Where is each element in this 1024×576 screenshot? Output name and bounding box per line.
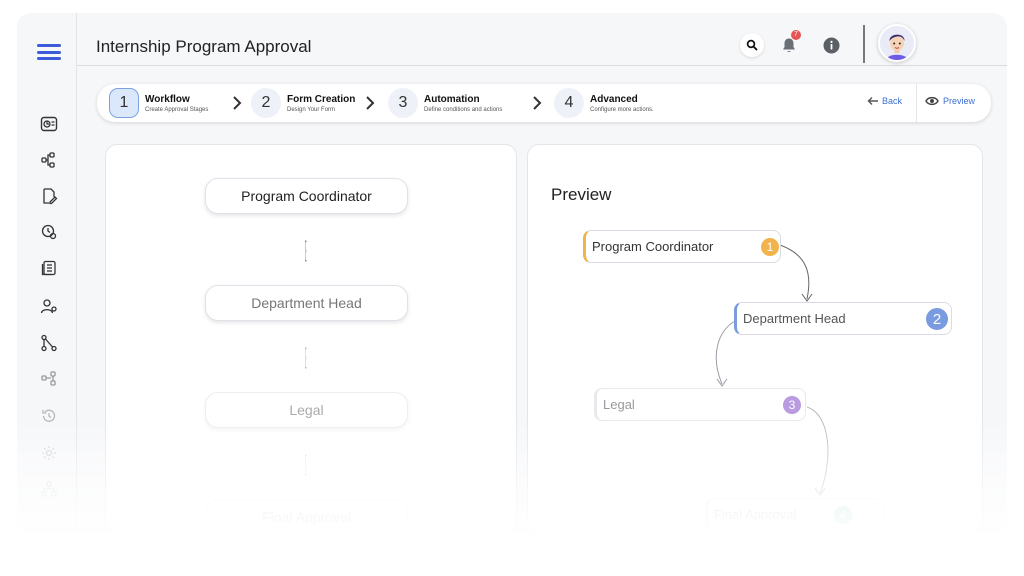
step-number: 1: [109, 88, 139, 118]
search-button[interactable]: [740, 33, 764, 57]
step-title: Form Creation: [287, 93, 356, 105]
info-icon: [823, 37, 839, 53]
back-button[interactable]: Back: [867, 96, 902, 106]
arrow-left-icon: [867, 97, 878, 105]
form-edit-icon[interactable]: [39, 186, 59, 206]
step-form-creation[interactable]: 2 Form Creation Design Your Form: [251, 88, 355, 118]
stepper-divider: [916, 84, 917, 122]
step-subtitle: Define conditions and actions: [424, 106, 503, 113]
back-label: Back: [882, 96, 903, 106]
connector-line: [305, 347, 307, 369]
org-chart-icon[interactable]: [39, 479, 59, 499]
preview-panel: Preview Program Coordinator 1 Department…: [527, 144, 983, 533]
step-number: 4: [554, 88, 584, 118]
top-header: Internship Program Approval 7: [77, 13, 1007, 66]
app-window: Internship Program Approval 7: [17, 13, 1007, 533]
step-subtitle: Design Your Form: [287, 106, 336, 113]
step-number-badge: 3: [783, 396, 801, 414]
step-automation[interactable]: 3 Automation Define conditions and actio…: [388, 88, 502, 118]
connector-line: [305, 240, 307, 262]
workflow-node[interactable]: Program Coordinator: [205, 178, 408, 214]
history-icon[interactable]: [39, 406, 59, 426]
settings-icon[interactable]: [39, 443, 59, 463]
workflow-builder-panel: Program Coordinator Department Head Lega…: [105, 144, 517, 533]
notifications-button[interactable]: 7: [777, 30, 801, 57]
workflow-node[interactable]: Department Head: [205, 285, 408, 321]
step-number-badge: 2: [926, 308, 948, 330]
users-settings-icon[interactable]: [39, 296, 59, 316]
step-title: Workflow: [145, 93, 190, 105]
info-button[interactable]: [819, 33, 843, 57]
header-divider: [863, 25, 865, 63]
step-workflow[interactable]: 1 Workflow Create Approval Stages: [109, 88, 208, 118]
dashboard-icon[interactable]: [39, 114, 59, 134]
preview-node[interactable]: Program Coordinator 1: [583, 230, 781, 263]
step-title: Advanced: [590, 93, 638, 105]
eye-icon: [925, 96, 939, 106]
preview-node-label: Program Coordinator: [592, 239, 714, 254]
step-number-badge: 4: [834, 506, 852, 524]
menu-icon[interactable]: [37, 44, 61, 60]
connector-line: [305, 454, 307, 476]
chevron-right-icon: [233, 96, 242, 110]
chevron-right-icon: [533, 96, 542, 110]
hierarchy-icon[interactable]: [39, 333, 59, 353]
step-title: Automation: [424, 93, 480, 105]
preview-button[interactable]: Preview: [925, 96, 975, 106]
preview-node[interactable]: Final Approval 4: [705, 498, 885, 531]
preview-node-label: Final Approval: [714, 507, 797, 522]
step-subtitle: Configure more actions.: [590, 106, 654, 113]
user-avatar[interactable]: [878, 24, 916, 62]
workflow-node[interactable]: Legal: [205, 392, 408, 428]
workflow-node[interactable]: Final Approval: [205, 499, 408, 532]
automation-icon[interactable]: [39, 222, 59, 242]
preview-flow-connectors: [715, 244, 829, 496]
preview-node-label: Department Head: [743, 311, 846, 326]
workflow-icon[interactable]: [39, 150, 59, 170]
notification-badge: 7: [791, 30, 801, 40]
chevron-right-icon: [366, 96, 375, 110]
preview-node[interactable]: Legal 3: [594, 388, 806, 421]
step-advanced[interactable]: 4 Advanced Configure more actions.: [554, 88, 654, 118]
search-icon: [746, 39, 758, 51]
integrations-icon[interactable]: [39, 369, 59, 389]
step-navigator: 1 Workflow Create Approval Stages 2 Form…: [97, 84, 991, 122]
step-number: 3: [388, 88, 418, 118]
step-number-badge: 1: [761, 238, 779, 256]
step-subtitle: Create Approval Stages: [145, 106, 209, 113]
bell-icon: [783, 38, 795, 52]
preview-node[interactable]: Department Head 2: [734, 302, 952, 335]
page-title: Internship Program Approval: [96, 37, 312, 56]
documents-icon[interactable]: [39, 258, 59, 278]
preview-title: Preview: [551, 185, 612, 204]
preview-node-label: Legal: [603, 397, 635, 412]
sidebar: [17, 13, 77, 533]
preview-label: Preview: [943, 96, 976, 106]
step-number: 2: [251, 88, 281, 118]
